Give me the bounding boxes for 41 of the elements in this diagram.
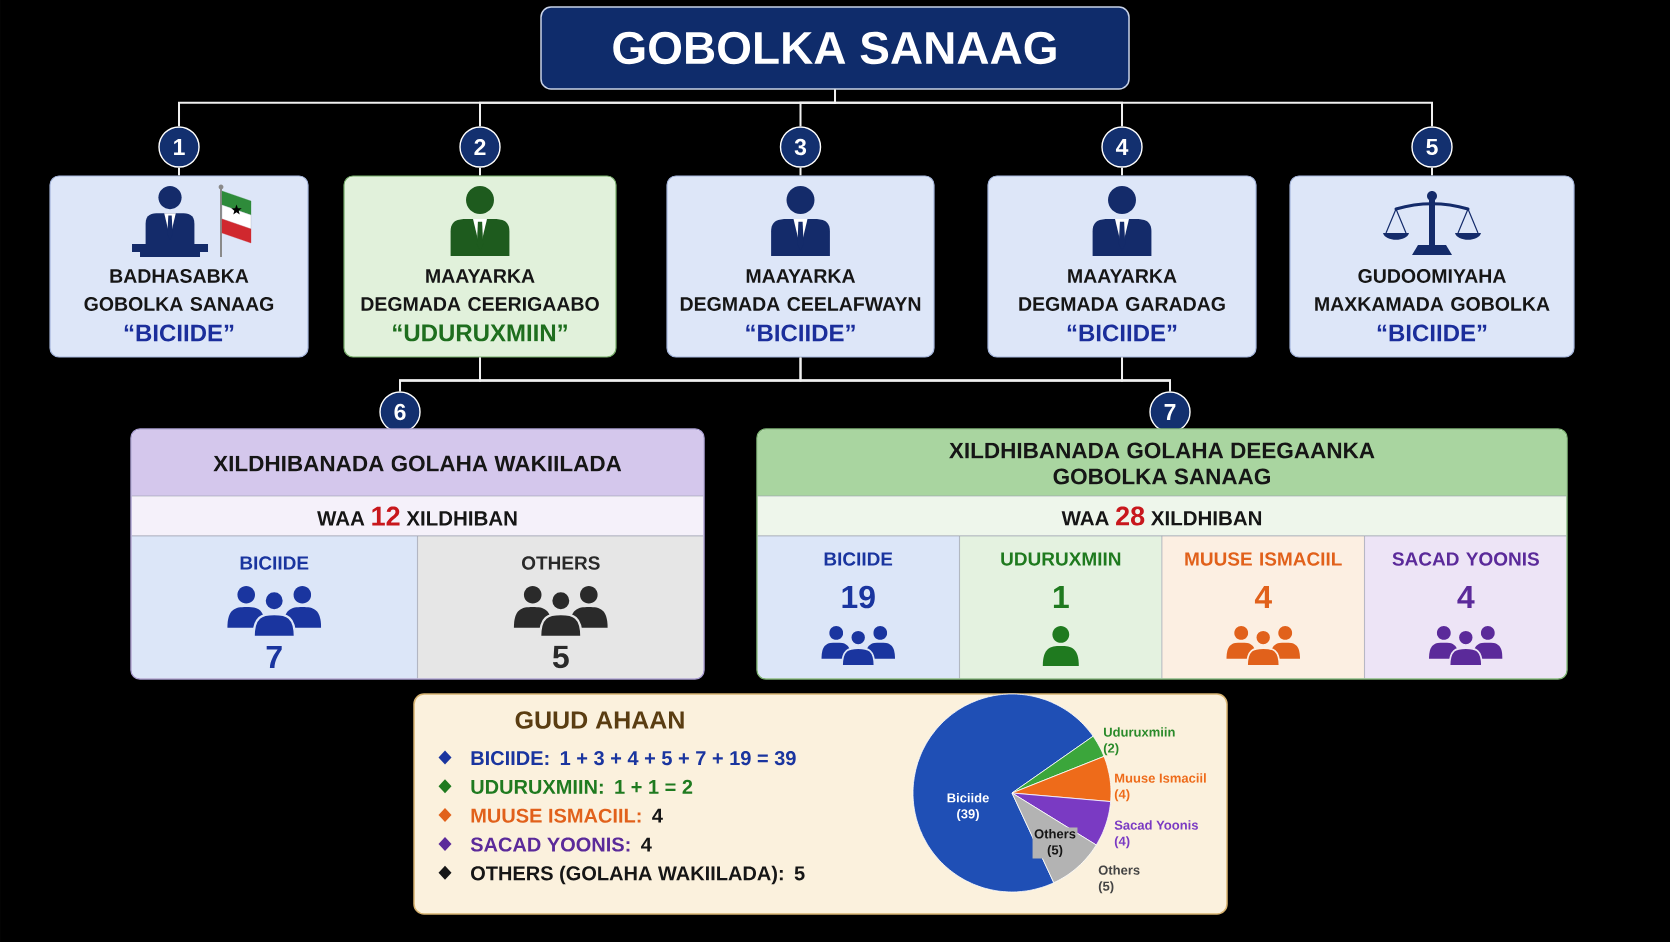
number-badge: 5 <box>1411 126 1453 168</box>
panel-heading: XILDHIBANADA GOLAHA DEEGAANKA GOBOLKA SANAAG <box>757 429 1567 496</box>
number-badge: 2 <box>459 126 501 168</box>
connector-line <box>834 88 1433 128</box>
title-banner: GOBOLKA SANAAG <box>540 6 1130 90</box>
member-count: WAA 12 XILDHIBAN <box>131 495 704 537</box>
connector-line <box>178 166 180 177</box>
summary-line: BICIIDE: 1 + 3 + 4 + 5 + 7 + 19 = 39 <box>471 751 796 766</box>
summary-line: UDURUXMIIN: 1 + 1 = 2 <box>471 779 693 794</box>
summary-line: MUUSE ISMACIIL: 4 <box>471 808 663 823</box>
party-cell: BICIIDE 19 <box>757 535 960 679</box>
slice-label: Biciide (39) <box>947 792 989 822</box>
party-cell: UDURUXMIIN 1 <box>959 535 1163 679</box>
number-badge: 1 <box>158 126 200 168</box>
member-count: WAA 28 XILDHIBAN <box>757 495 1567 537</box>
slice-label: Muuse Ismaciil (4) <box>1114 773 1206 802</box>
connector-line <box>479 166 481 177</box>
role-card: MAAYARKA DEGMADA CEELAFWAYN “BICIIDE” <box>666 175 935 358</box>
slice-label: Others (5) <box>1032 827 1078 859</box>
party-cell: SACAD YOONIS 4 <box>1364 535 1567 679</box>
party-cell: OTHERS 5 <box>417 535 704 679</box>
number-badge: 3 <box>779 126 822 168</box>
connector-line <box>1121 356 1171 393</box>
party-cell: MUUSE ISMACIIL 4 <box>1161 535 1365 679</box>
role-card: MAAYARKA DEGMADA CEERIGAABO “UDURUXMIIN” <box>343 175 617 358</box>
slice-label: Others (5) <box>1098 865 1140 894</box>
number-badge: 4 <box>1101 126 1143 168</box>
connector-line <box>799 166 802 177</box>
data-label: (5) <box>1047 844 1063 858</box>
slice-label: Others <box>1034 828 1076 839</box>
party-cell: BICIIDE 7 <box>131 535 418 679</box>
role-card: BADHASABKA GOBOLKA SANAAG “BICIIDE” <box>49 175 309 358</box>
connector-line <box>1121 166 1123 177</box>
slice-label: Sacad Yoonis (4) <box>1114 820 1198 849</box>
summary-line: SACAD YOONIS: 4 <box>470 837 652 852</box>
role-card: MAAYARKA DEGMADA GARADAG “BICIIDE” <box>987 175 1257 358</box>
panel-heading: XILDHIBANADA GOLAHA WAKIILADA <box>131 429 704 496</box>
summary-line: OTHERS (GOLAHA WAKIILADA): 5 <box>471 865 805 885</box>
connector-line <box>1431 166 1433 177</box>
role-card: GUDOOMIYAHA MAXKAMADA GOBOLKA “BICIIDE” <box>1289 175 1575 358</box>
slice-label: Uduruxmiin (2) <box>1103 727 1175 756</box>
